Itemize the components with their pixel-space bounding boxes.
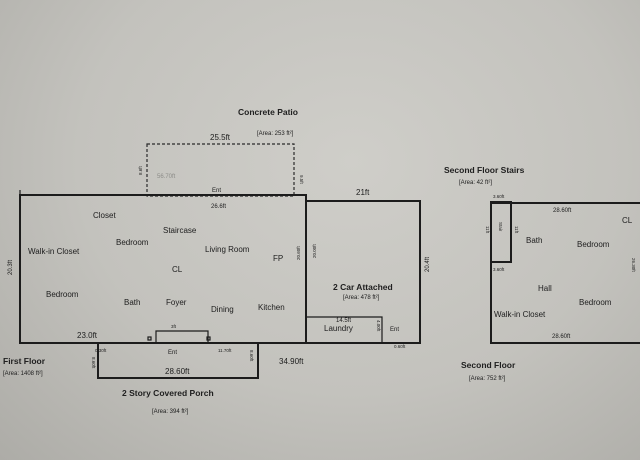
garage-top-dim: 21ft: [356, 188, 370, 197]
room-staircase: Staircase: [163, 226, 197, 235]
patio-title: Concrete Patio: [238, 107, 298, 117]
porch-mid-dim: 11.70ft: [218, 348, 232, 353]
porch-right-dim: 34.90ft: [279, 357, 304, 366]
room-foyer: Foyer: [166, 298, 187, 307]
garage-inner-dim: 20.00ft: [312, 243, 317, 258]
second-floor-outline: [490, 202, 640, 344]
patio-width: 25.5ft: [210, 133, 231, 142]
laundry-height: 4.00ft: [376, 320, 381, 332]
stairs-title: Second Floor Stairs: [444, 165, 525, 175]
stairs-left-dim: 11ft: [485, 226, 490, 234]
garage-ent: Ent: [390, 327, 399, 333]
garage-right-gap: 0.60ft: [394, 344, 406, 349]
room-kitchen: Kitchen: [258, 303, 285, 312]
stairs-right-dim: 11ft: [514, 226, 519, 234]
room-bath: Bath: [124, 298, 140, 307]
first-floor-bottom-dim: 23.0ft: [77, 331, 98, 340]
porch-title: 2 Story Covered Porch: [122, 388, 214, 398]
room-2f-bedroom-2: Bedroom: [579, 298, 612, 307]
garage: 21ft 20.60ft 20.00ft 20.4ft 2 Car Attach…: [296, 188, 431, 344]
porch-width: 28.60ft: [165, 367, 190, 376]
second-floor-stairs: Second Floor Stairs [Area: 42 ft²] 3.60f…: [444, 165, 525, 272]
first-floor-ent-top: Ent: [212, 188, 221, 194]
room-cl: CL: [172, 265, 183, 274]
porch: 0.30ft 11.70ft 8.60ft 8.60ft 28.60ft 34.…: [91, 343, 406, 415]
laundry-label: Laundry: [324, 324, 353, 333]
garage-outline: [306, 200, 421, 344]
porch-area: [Area: 394 ft²]: [152, 409, 189, 415]
patio-right: 9.5ft: [299, 175, 304, 185]
porch-outline: [97, 343, 259, 379]
stairs-area: [Area: 42 ft²]: [459, 180, 492, 186]
room-2f-bath: Bath: [526, 236, 542, 245]
patio-inner: 56.70ft: [157, 174, 176, 180]
front-stair-dim: 3ft: [171, 324, 177, 329]
room-2f-walkin: Walk-in Closet: [494, 310, 546, 319]
second-floor-area: [Area: 752 ft²]: [469, 376, 506, 382]
second-floor-right-dim: 26.30ft: [631, 258, 636, 273]
stairs-top-dim: 3.60ft: [493, 194, 505, 199]
room-2f-hall: Hall: [538, 284, 552, 293]
first-floor-left-dim: 20.3ft: [8, 260, 14, 275]
garage-right-dim: 20.4ft: [425, 257, 431, 272]
first-floor-ent-bottom: Ent: [168, 350, 177, 356]
porch-left-height: 8.60ft: [91, 357, 96, 369]
first-floor-area: [Area: 1408 ft²]: [3, 371, 43, 377]
room-walkin-closet: Walk-in Closet: [28, 247, 80, 256]
front-stair-bump: [155, 330, 209, 343]
room-bedroom-1: Bedroom: [116, 238, 149, 247]
patio-area: [Area: 253 ft²]: [257, 131, 294, 137]
room-closet: Closet: [93, 211, 116, 220]
room-bedroom-2: Bedroom: [46, 290, 79, 299]
stairs-bottom-dim: 3.60ft: [493, 267, 505, 272]
stairs-label: Stair: [498, 222, 503, 232]
room-2f-cl: CL: [622, 216, 633, 225]
second-floor: 28.60ft CL Bath Bedroom 26.30ft Hall Bed…: [461, 202, 640, 382]
first-floor-title: First Floor: [3, 356, 46, 366]
first-floor-top-dim: 26.6ft: [211, 204, 226, 210]
first-floor: Ent 26.6ft 20.3ft Closet Walk-in Closet …: [3, 188, 307, 377]
room-fp: FP: [273, 254, 283, 263]
column-right: [206, 336, 211, 341]
garage-area: [Area: 478 ft²]: [343, 295, 380, 301]
room-dining: Dining: [211, 305, 234, 314]
patio: Concrete Patio [Area: 253 ft²] 25.5ft 56…: [138, 107, 304, 197]
porch-right-height: 8.60ft: [249, 350, 254, 362]
column-left: [147, 336, 152, 341]
room-2f-bedroom-1: Bedroom: [577, 240, 610, 249]
patio-left: 8.6ft: [138, 165, 143, 175]
first-floor-outline: [19, 194, 307, 344]
laundry-width: 14.5ft: [336, 318, 351, 324]
garage-wall-dim: 20.60ft: [296, 245, 301, 260]
room-living: Living Room: [205, 245, 250, 254]
stairs-outline: [490, 201, 512, 263]
laundry-wall: [306, 316, 383, 343]
garage-title: 2 Car Attached: [333, 282, 393, 292]
second-floor-bottom-dim: 28.60ft: [552, 334, 571, 340]
second-floor-top-dim: 28.60ft: [553, 208, 572, 214]
second-floor-title: Second Floor: [461, 360, 516, 370]
porch-left-dim: 0.30ft: [95, 348, 107, 353]
